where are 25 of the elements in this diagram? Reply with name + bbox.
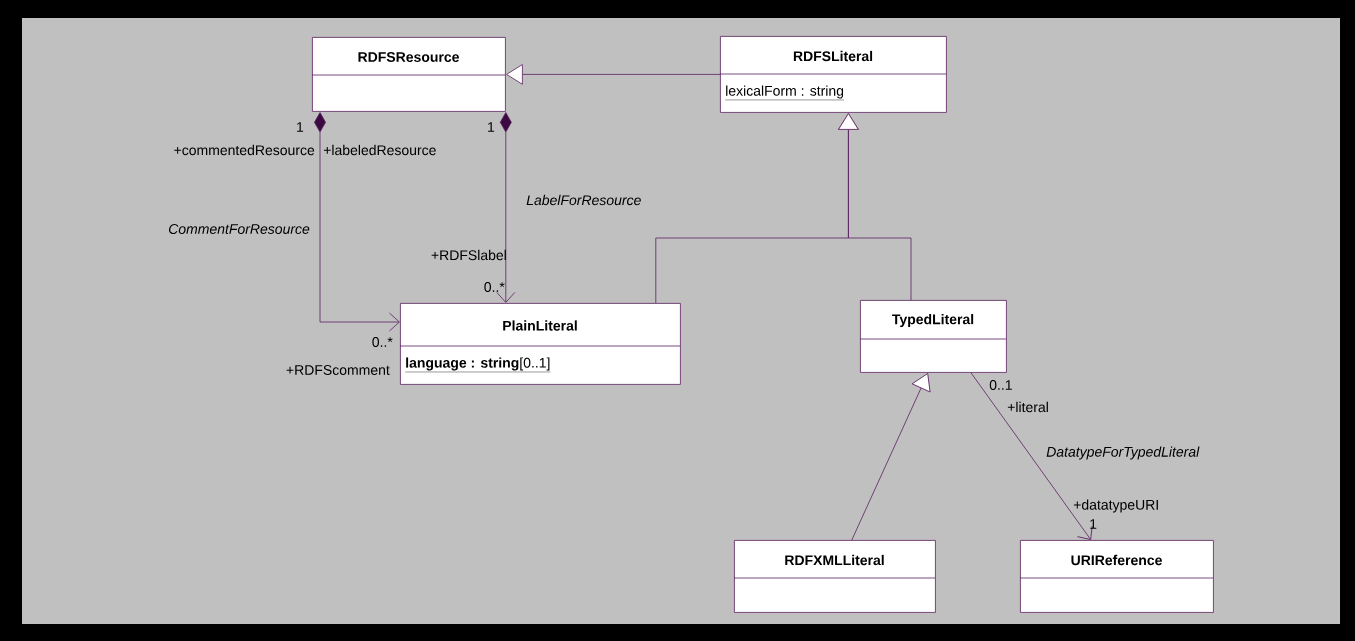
- generalization-arrow: [506, 64, 721, 85]
- class-box: TypedLiteral: [859, 300, 1007, 373]
- edge-label: CommentForResource: [168, 224, 310, 234]
- edge-label: DatatypeForTypedLiteral: [1046, 446, 1200, 460]
- class-box: PlainLiteral language : string[0..1]: [399, 303, 681, 385]
- role-label: +literal: [1007, 401, 1048, 413]
- association-arrow: [970, 372, 1093, 540]
- role-label: 1: [1090, 519, 1097, 529]
- role-label: +commentedResource: [174, 144, 315, 156]
- role-label: +labeledResource: [323, 144, 436, 156]
- role-label: +datatypeURI: [1073, 499, 1158, 513]
- role-label: 1: [297, 122, 304, 132]
- generalization-arrow: [851, 373, 931, 541]
- class-box: RDFXMLLiteral: [733, 540, 936, 613]
- edge-label: LabelForResource: [526, 194, 641, 206]
- role-label: 1: [488, 122, 495, 132]
- role-label: 0..*: [484, 282, 505, 292]
- role-label: 0..1: [989, 380, 1012, 390]
- generalization-arrow: [838, 113, 912, 301]
- class-box: RDFSResource: [311, 37, 506, 112]
- role-label: +RDFSlabel: [431, 249, 506, 261]
- association-arrow: [496, 112, 516, 303]
- class-box: URIReference: [1019, 540, 1214, 613]
- class-box: RDFSLiteral lexicalForm : string: [719, 36, 947, 113]
- association-arrow: [314, 112, 400, 332]
